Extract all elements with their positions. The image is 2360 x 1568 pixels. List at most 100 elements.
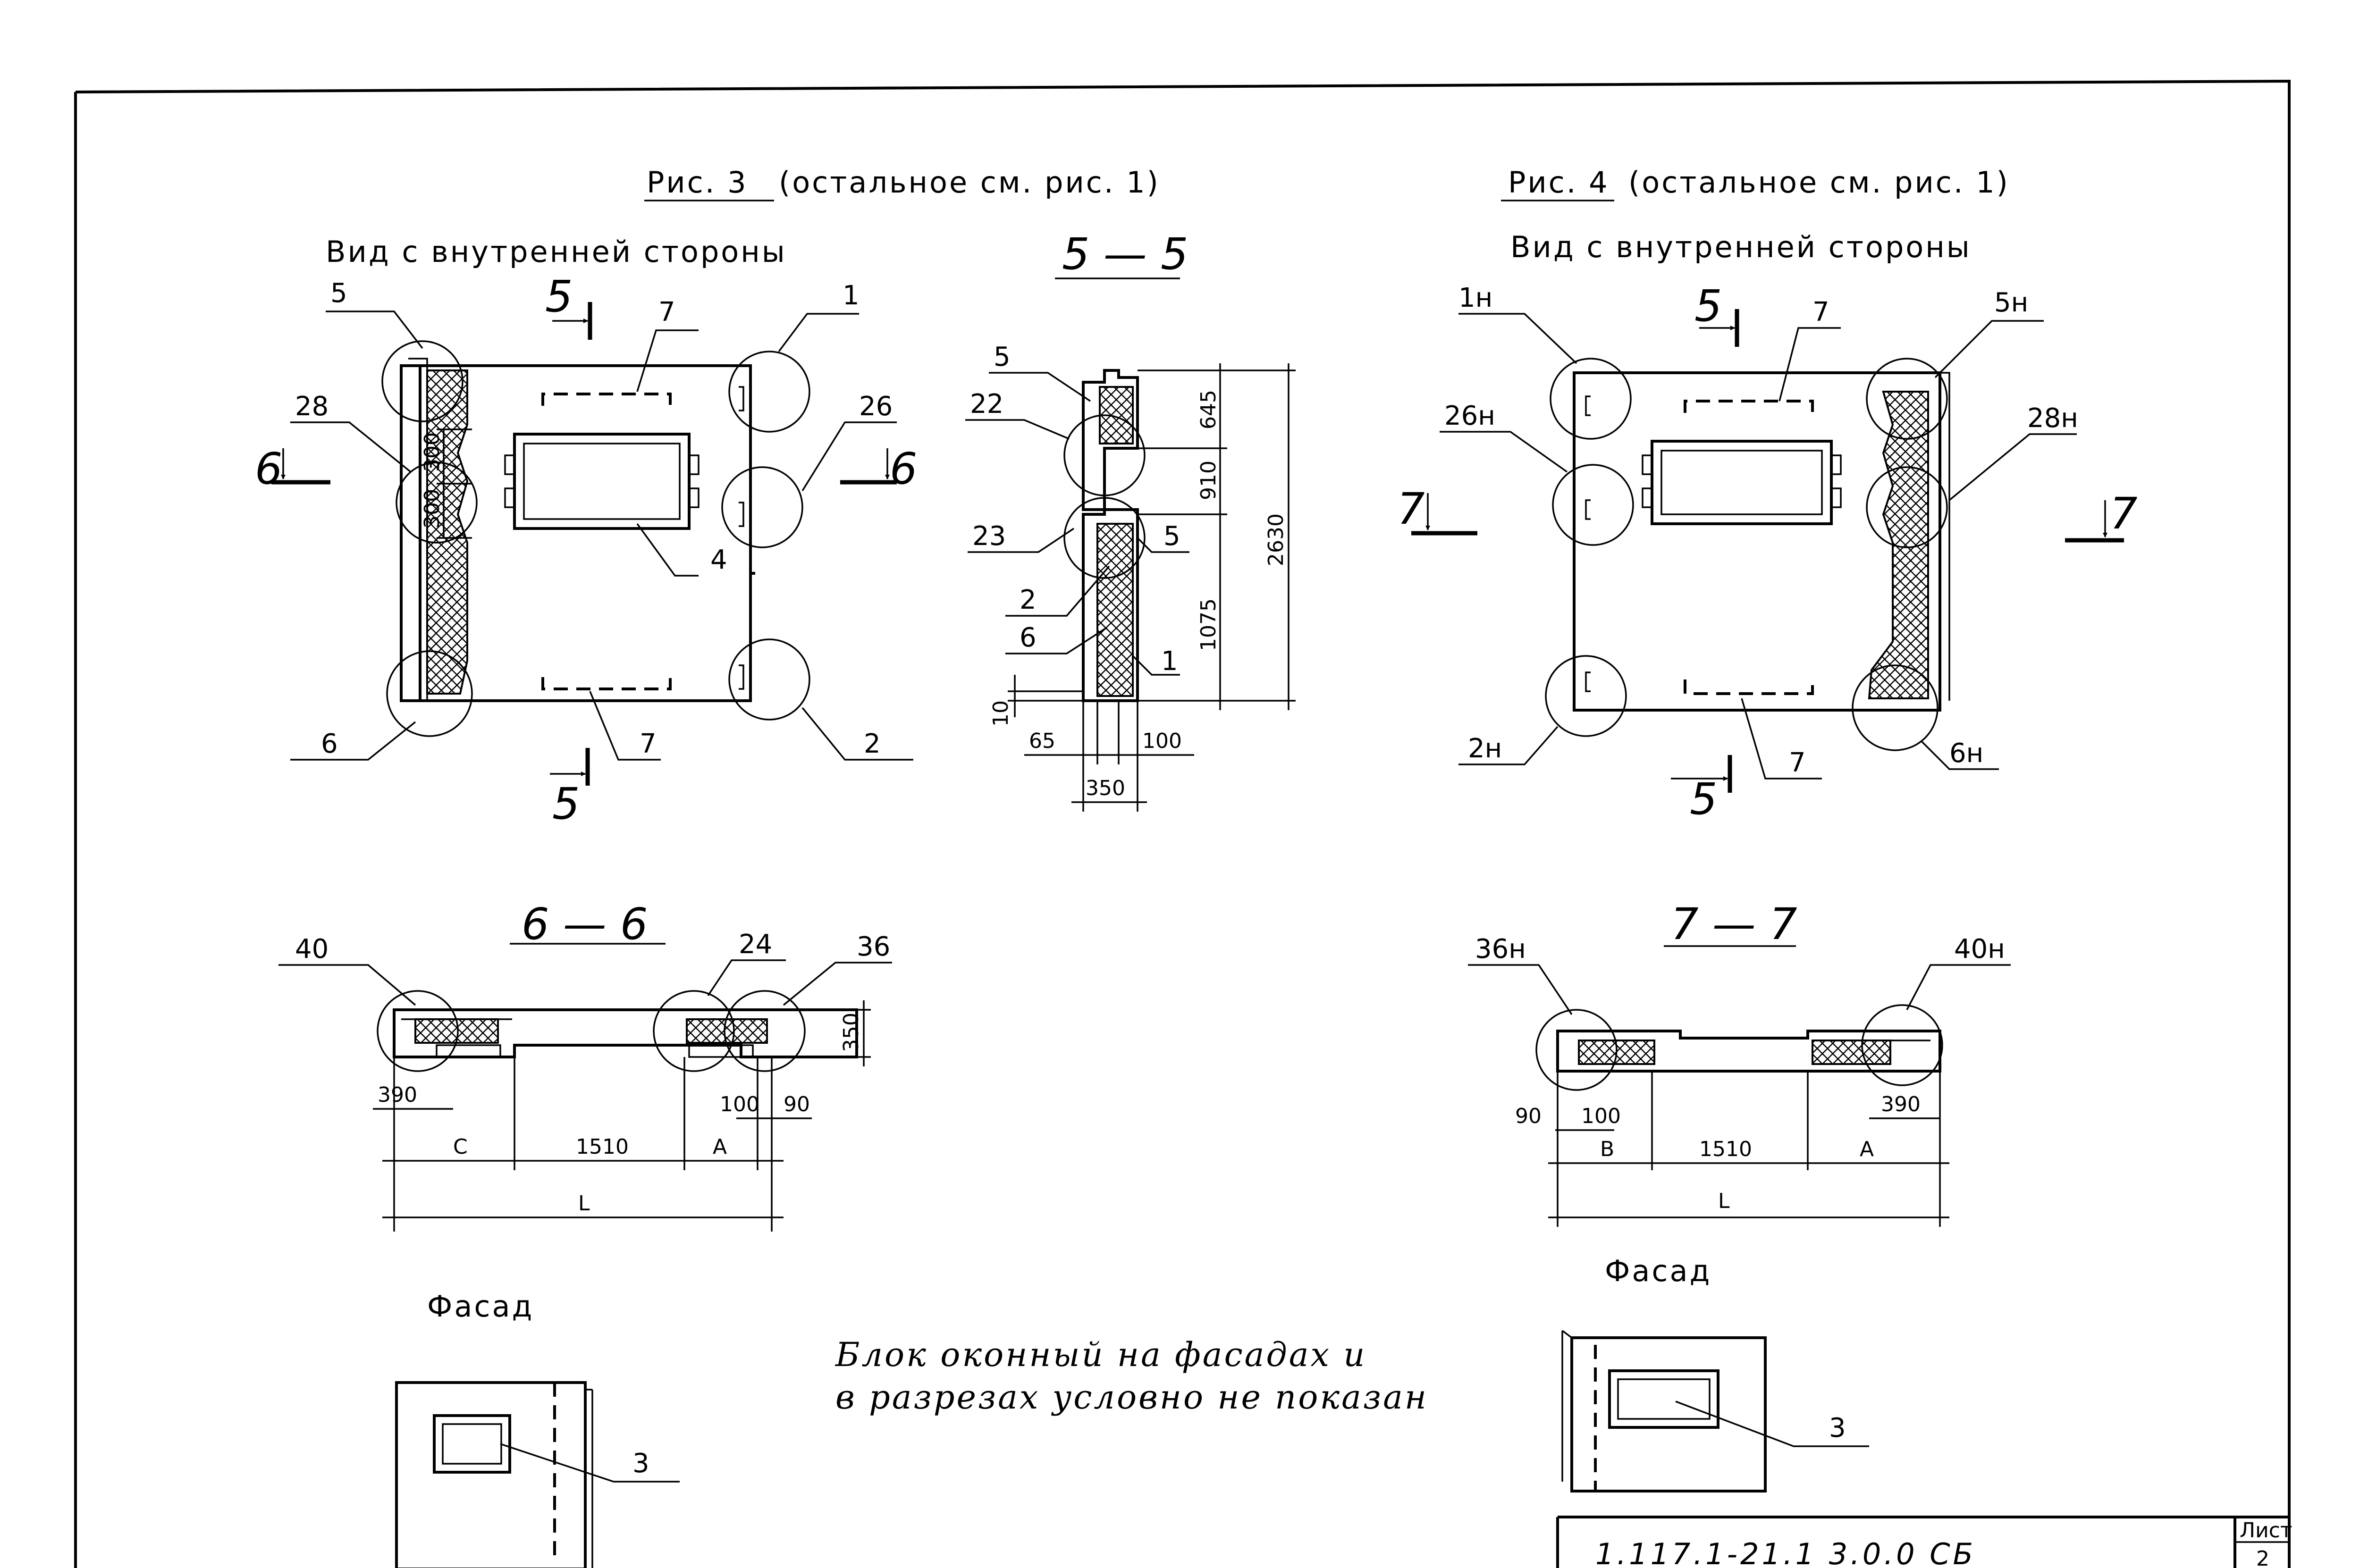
facade-fig4: Фасад 3 <box>1561 1254 1869 1493</box>
detail-circle-2n <box>1545 655 1627 737</box>
section-mark-5-bottom: 5 <box>552 779 580 829</box>
detail-circle-1 <box>728 351 810 433</box>
dim-C: С <box>453 1135 468 1159</box>
dim-100: 100 <box>1581 1104 1621 1128</box>
dim-390: 390 <box>1881 1092 1921 1116</box>
section-mark-6-right: 6 <box>890 444 918 494</box>
figure-4: Рис. 4 (остальное см. рис. 1) Вид с внут… <box>1397 165 2138 824</box>
callout-1: 1 <box>1161 646 1178 677</box>
callout-5-lower: 5 <box>1163 521 1180 552</box>
callout-2: 2 <box>864 729 881 759</box>
section-mark-7-right: 7 <box>2110 488 2138 539</box>
figure-3: Рис. 3 (остальное см. рис. 1) Вид с внут… <box>255 165 1160 829</box>
detail-circle-28 <box>396 461 478 544</box>
section-mark-5-top: 5 <box>1694 281 1722 331</box>
dim-90: 90 <box>784 1092 810 1116</box>
note-line-1: Блок оконный на фасадах и <box>834 1335 1366 1374</box>
fig4-panel <box>1573 371 1950 712</box>
section-mark-7-left: 7 <box>1397 484 1425 534</box>
callout-5-upper: 5 <box>994 342 1011 372</box>
dim-A: А <box>1860 1137 1874 1161</box>
callout-40n: 40н <box>1954 934 2005 964</box>
callout-1: 1 <box>843 280 860 311</box>
callout-28: 28 <box>295 391 329 422</box>
section-5-5: 5 — 5 5 22 23 5 2 6 1 645 910 1075 2630 <box>965 229 1296 812</box>
document-code: 1.117.1-21.1 3.0.0 СБ <box>1595 1537 1976 1568</box>
detail-circle-36n <box>1535 1009 1618 1091</box>
facade-label: Фасад <box>427 1289 534 1324</box>
detail-circle-26n <box>1552 464 1634 546</box>
section-mark-5-bottom: 5 <box>1690 774 1718 824</box>
dim-1075: 1075 <box>1197 598 1221 651</box>
fig3-panel <box>400 358 755 702</box>
fig4-title-note: (остальное см. рис. 1) <box>1628 165 2010 200</box>
dim-910: 910 <box>1197 461 1221 500</box>
fig3-section-marks: 5 5 6 6 <box>255 271 918 829</box>
dim-300-lower: 300 <box>420 489 444 528</box>
callout-40: 40 <box>295 934 329 964</box>
note: Блок оконный на фасадах и в разрезах усл… <box>834 1335 1428 1417</box>
detail-circle-5 <box>381 340 464 422</box>
dim-1510: 1510 <box>1699 1137 1752 1161</box>
callout-7-top: 7 <box>1812 297 1829 327</box>
detail-circle-23 <box>1063 497 1146 579</box>
dim-350: 350 <box>839 1013 863 1052</box>
facade-callout-3: 3 <box>1829 1413 1846 1443</box>
fig3-title-note: (остальное см. рис. 1) <box>779 165 1160 200</box>
dim-L: L <box>578 1191 590 1216</box>
title-block: 1.117.1-21.1 3.0.0 СБ Лист 2 <box>1556 1516 2293 1568</box>
dim-100: 100 <box>720 1092 759 1116</box>
dim-65: 65 <box>1029 729 1055 753</box>
note-line-2: в разрезах условно не показан <box>835 1378 1428 1417</box>
callout-28n: 28н <box>2027 403 2078 434</box>
fig4-title: Рис. 4 <box>1508 165 1610 200</box>
facade-callout-3: 3 <box>632 1448 649 1479</box>
callout-2: 2 <box>1020 585 1037 615</box>
facade-label: Фасад <box>1605 1254 1711 1288</box>
detail-circle-22 <box>1063 414 1146 496</box>
fig4-view-label: Вид с внутренней стороны <box>1510 230 1972 264</box>
detail-circle-1n <box>1550 358 1632 440</box>
section-7-7-title: 7 — 7 <box>1671 899 1797 949</box>
callout-36n: 36н <box>1475 934 1526 964</box>
dim-L: L <box>1718 1189 1730 1213</box>
callout-5n: 5н <box>1994 287 2028 318</box>
detail-circle-36 <box>724 990 806 1072</box>
sheet-frame <box>74 79 2291 1568</box>
callout-6: 6 <box>321 729 338 759</box>
callout-6: 6 <box>1020 622 1037 653</box>
dim-B: В <box>1600 1137 1614 1161</box>
callout-7-top: 7 <box>658 297 675 327</box>
detail-circle-28n <box>1866 466 1948 548</box>
fig4-section-marks: 5 5 7 7 <box>1397 281 2138 824</box>
dim-390: 390 <box>378 1083 417 1107</box>
section-6-6-title: 6 — 6 <box>522 899 648 949</box>
callout-7-bottom: 7 <box>1789 747 1806 778</box>
detail-circle-6 <box>386 650 473 737</box>
section-mark-6-left: 6 <box>255 444 283 494</box>
detail-circle-2 <box>728 638 810 721</box>
dim-350: 350 <box>1086 776 1125 800</box>
sheet-label: Лист <box>2240 1518 2293 1543</box>
callout-22: 22 <box>970 389 1003 419</box>
callout-24: 24 <box>739 929 772 960</box>
dim-A: А <box>713 1135 727 1159</box>
callout-23: 23 <box>972 521 1006 552</box>
callout-26: 26 <box>859 391 893 422</box>
dim-100: 100 <box>1142 729 1182 753</box>
dim-645: 645 <box>1197 390 1221 429</box>
detail-circle-26 <box>721 466 803 548</box>
dim-10: 10 <box>989 700 1013 727</box>
detail-circle-6n <box>1852 664 1939 751</box>
section-mark-5-top: 5 <box>545 271 573 322</box>
callout-7-bottom: 7 <box>640 729 657 759</box>
dim-90: 90 <box>1515 1104 1542 1128</box>
facade-fig3: Фасад 3 <box>395 1289 680 1568</box>
section-7-7: 7 — 7 36н 40н 90 100 390 В 1510 А L <box>1468 899 2011 1227</box>
dim-2630: 2630 <box>1264 513 1288 566</box>
detail-circle-5n <box>1866 358 1948 440</box>
detail-circle-40 <box>377 990 459 1072</box>
fig3-title: Рис. 3 <box>647 165 748 200</box>
detail-circle-24 <box>653 990 735 1072</box>
